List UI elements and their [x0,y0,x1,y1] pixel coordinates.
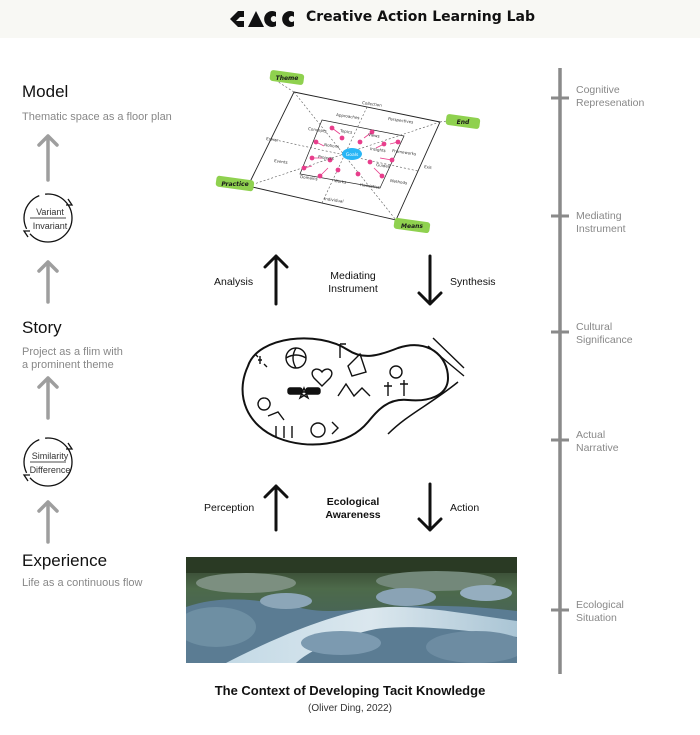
tag-practice-label: Practice [221,181,248,188]
corner-tag-end: End [445,114,481,129]
action-label: Action [450,502,480,514]
floor-plan-label: Topics [339,128,353,135]
river-photo [186,557,517,663]
up-arrow-icon [263,254,289,306]
loop-upper-icon [22,193,74,243]
scale-ecological-2: Situation [576,612,617,624]
ecological-label-2: Awareness [325,509,381,521]
loop-lower-icon [22,437,74,487]
floor-plan-label: Events [274,158,288,165]
middle-arrows [263,254,443,532]
floor-plan-label: Entrer [266,136,279,143]
scale-narrative-2: Narrative [576,442,619,454]
floor-plan-label: Collection [362,100,383,108]
loop-lower-bottom: Difference [29,465,71,475]
loop-upper-bottom: Invariant [32,221,68,231]
scale-cognitive-2: Represenation [576,97,645,109]
loop-upper-top: Variant [36,207,64,217]
scale-mediating-2: Instrument [576,223,626,235]
model-subtitle: Thematic space as a floor plan [22,111,172,123]
story-subtitle-1: Project as a flim with [22,346,123,358]
scale-cultural-1: Cultural [576,321,613,333]
header-bar: Creative Action Learning Lab [0,0,700,38]
caption-credit: (Oliver Ding, 2022) [308,703,392,714]
model-title: Model [22,82,69,101]
story-sketch-illustration [241,337,465,446]
up-arrow-icon [263,484,289,532]
floor-plan-label: Frameworks [392,148,417,156]
scale-cultural-2: Significance [576,334,633,346]
floor-plan-label: Methods [390,178,408,185]
floor-plan-label: Heuristics [360,182,380,190]
corner-tag-theme: Theme [269,70,305,85]
tag-means-label: Means [401,223,423,230]
call-logo-icon [230,11,294,27]
floor-plan-label: Guides [376,162,390,169]
floor-plan-label: Individual [324,196,344,204]
up-arrow-icon [37,500,59,544]
ecological-label-1: Ecological [326,496,380,508]
caption-title: The Context of Developing Tacit Knowledg… [214,683,486,698]
story-subtitle-2: a prominent theme [22,359,114,371]
floor-plan-label: Exit [424,164,433,170]
floor-plan-label: Domains [300,174,318,181]
experience-subtitle: Life as a continuous flow [22,577,143,589]
experience-title: Experience [22,551,108,570]
tag-end-label: End [457,119,470,126]
left-arrows [22,134,74,544]
center-node-label: Goals [346,152,359,158]
floor-plan-label: Insights [370,146,386,153]
corner-tag-practice: Practice [215,175,255,192]
scale-cognitive-1: Cognitive [576,84,620,96]
down-arrow-icon [417,254,443,306]
up-arrow-icon [37,260,59,304]
down-arrow-icon [417,482,443,532]
mediating-label-1: Mediating [330,270,376,282]
up-arrow-icon [37,376,59,420]
analysis-label: Analysis [214,276,254,288]
floor-plan-label: Perspectives [388,116,414,124]
synthesis-label: Synthesis [450,276,496,288]
up-arrow-icon [37,134,59,182]
floor-plan-label: Notions [324,142,340,149]
floor-plan-label: Views [368,132,380,139]
corner-tag-means: Means [393,217,431,234]
scale-narrative-1: Actual [576,429,606,441]
perception-label: Perception [204,502,255,514]
mediating-label-2: Instrument [328,283,378,295]
floor-plan-label: Approaches [336,112,360,120]
tag-theme-label: Theme [276,75,299,82]
scale-bar [551,68,569,674]
floor-plan-label: Works [334,178,347,185]
lab-name: Creative Action Learning Lab [306,9,535,25]
story-title: Story [22,318,62,337]
loop-lower-top: Similarity [31,451,69,461]
scale-ecological-1: Ecological [576,599,624,611]
scale-mediating-1: Mediating [576,210,622,222]
floor-plan-label: Projects [318,154,334,161]
floor-plan-label: Concepts [308,126,327,134]
